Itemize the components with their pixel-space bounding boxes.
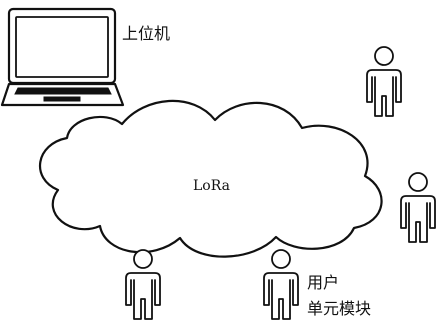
network-label: LoRa [193, 178, 230, 194]
host-computer-label: 上位机 [122, 24, 171, 43]
laptop-icon [0, 7, 125, 107]
user-unit-label-line1: 用户 [307, 273, 340, 292]
person-icon [263, 249, 299, 320]
person-icon [125, 249, 161, 320]
person-icon [400, 172, 436, 243]
person-icon [366, 46, 402, 117]
cloud-icon [39, 99, 383, 258]
user-unit-label-line2: 单元模块 [307, 299, 372, 318]
